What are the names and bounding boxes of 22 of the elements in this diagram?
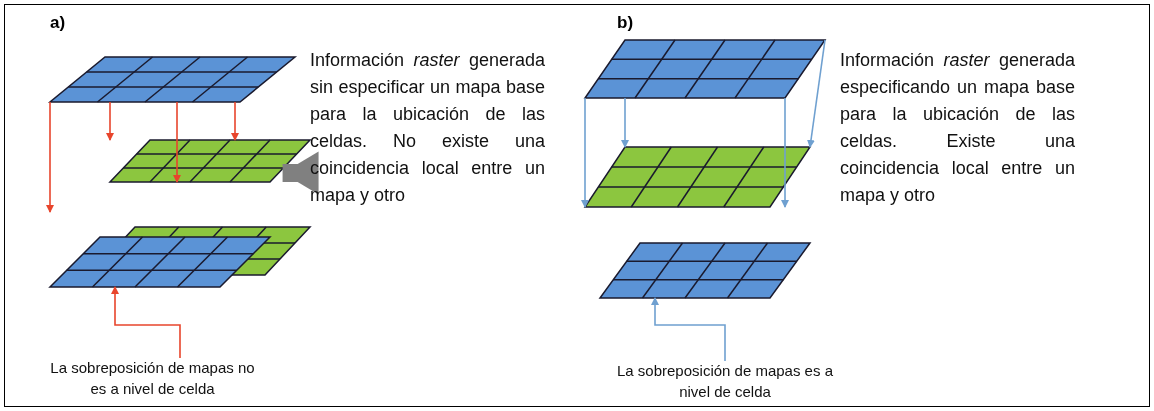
arrow [781,97,789,208]
panel-label: a) [50,13,66,33]
arrow [621,97,629,148]
callout-text: La sobreposición de mapas es a nivel de celda [610,360,840,402]
panel-label: b) [617,13,634,33]
grid-layer-drawing [108,139,312,183]
arrow [807,39,826,148]
arrow [231,101,239,141]
leader-line [651,297,726,362]
arrow [173,101,181,183]
grid-layer-drawing [47,56,298,103]
arrow [581,97,589,208]
grid-layer-drawing [598,242,812,299]
leader-line [111,286,181,359]
grid-layer-drawing [583,146,812,208]
description-text: Información raster generada especificando un mapa base para la ubicación de las celdas. Existe una coincidencia local entre un mapa y otro [840,47,1075,209]
arrow [106,101,114,141]
grid-layer-drawing [583,39,827,99]
overlaid-grids-drawing [48,226,312,288]
description-text: Información raster generada sin especificar un mapa base para la ubicación de las celdas. No existe una coincidencia local entre un mapa y otro [310,47,545,209]
arrow [46,101,54,213]
callout-text: La sobreposición de mapas no es a nivel de celda [45,357,260,399]
